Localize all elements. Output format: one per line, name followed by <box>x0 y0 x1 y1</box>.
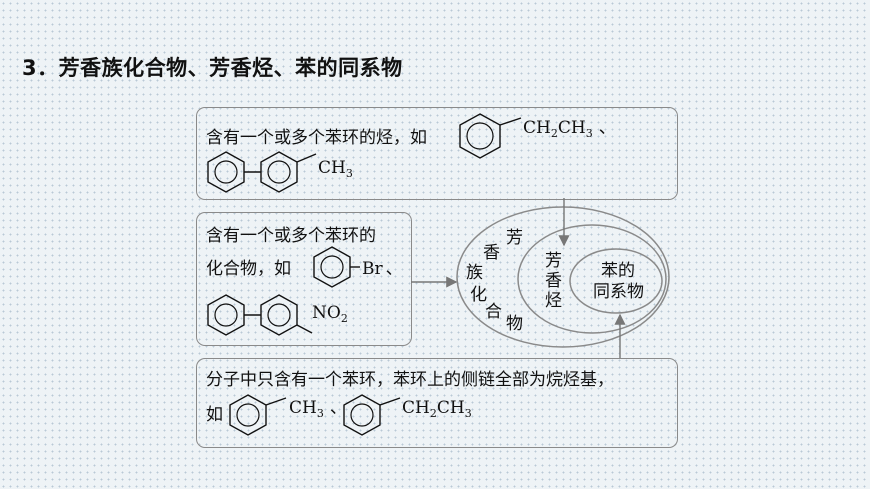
ethylbenzene-structure-2 <box>343 394 401 436</box>
box-bottom-line1: 分子中只含有一个苯环，苯环上的侧链全部为烷烃基， <box>206 370 614 390</box>
ethyl-group-label: CH2CH3、 <box>523 118 616 140</box>
toluene-methyl-label: CH3、 <box>289 398 347 420</box>
venn-outer-char-6: 物 <box>506 314 523 334</box>
benzene-homologue-ellipse <box>569 248 663 314</box>
methylbiphenyl-structure <box>207 151 317 193</box>
venn-outer-char-3: 族 <box>466 263 483 283</box>
venn-inner-line1: 苯的 <box>601 261 635 281</box>
aromatic-compound-ellipse <box>456 206 670 348</box>
methyl-group-label: CH3 <box>318 158 353 180</box>
bromobenzene-structure <box>313 246 360 288</box>
nitro-group-label: NO2 <box>312 303 348 325</box>
venn-outer-char-1: 芳 <box>506 228 523 248</box>
box-bottom-prefix: 如 <box>206 405 223 425</box>
box-top-text: 含有一个或多个苯环的烃，如 <box>206 128 427 148</box>
venn-middle-char-1: 芳 <box>545 251 562 271</box>
venn-outer-char-5: 合 <box>485 302 502 322</box>
aromatic-hydrocarbon-ellipse <box>517 224 667 334</box>
venn-inner-line2: 同系物 <box>593 282 644 302</box>
venn-middle-char-2: 香 <box>545 271 562 291</box>
box-mid-line2: 化合物，如 <box>206 259 291 279</box>
box-aromatic-hydrocarbon <box>196 107 678 200</box>
ethyl-group-label-2: CH2CH3 <box>402 398 472 420</box>
box-aromatic-compound <box>196 212 412 346</box>
nitrobiphenyl-structure <box>207 294 313 336</box>
ethylbenzene-structure <box>459 113 522 159</box>
toluene-structure <box>229 394 287 436</box>
bromo-group-label: Br、 <box>362 259 403 279</box>
box-mid-line1: 含有一个或多个苯环的 <box>206 226 376 246</box>
venn-outer-char-2: 香 <box>483 243 500 263</box>
box-benzene-homologue <box>196 358 678 448</box>
page-title: 3．芳香族化合物、芳香烃、苯的同系物 <box>22 56 403 80</box>
venn-outer-char-4: 化 <box>470 285 487 305</box>
venn-middle-char-3: 烃 <box>545 291 562 311</box>
